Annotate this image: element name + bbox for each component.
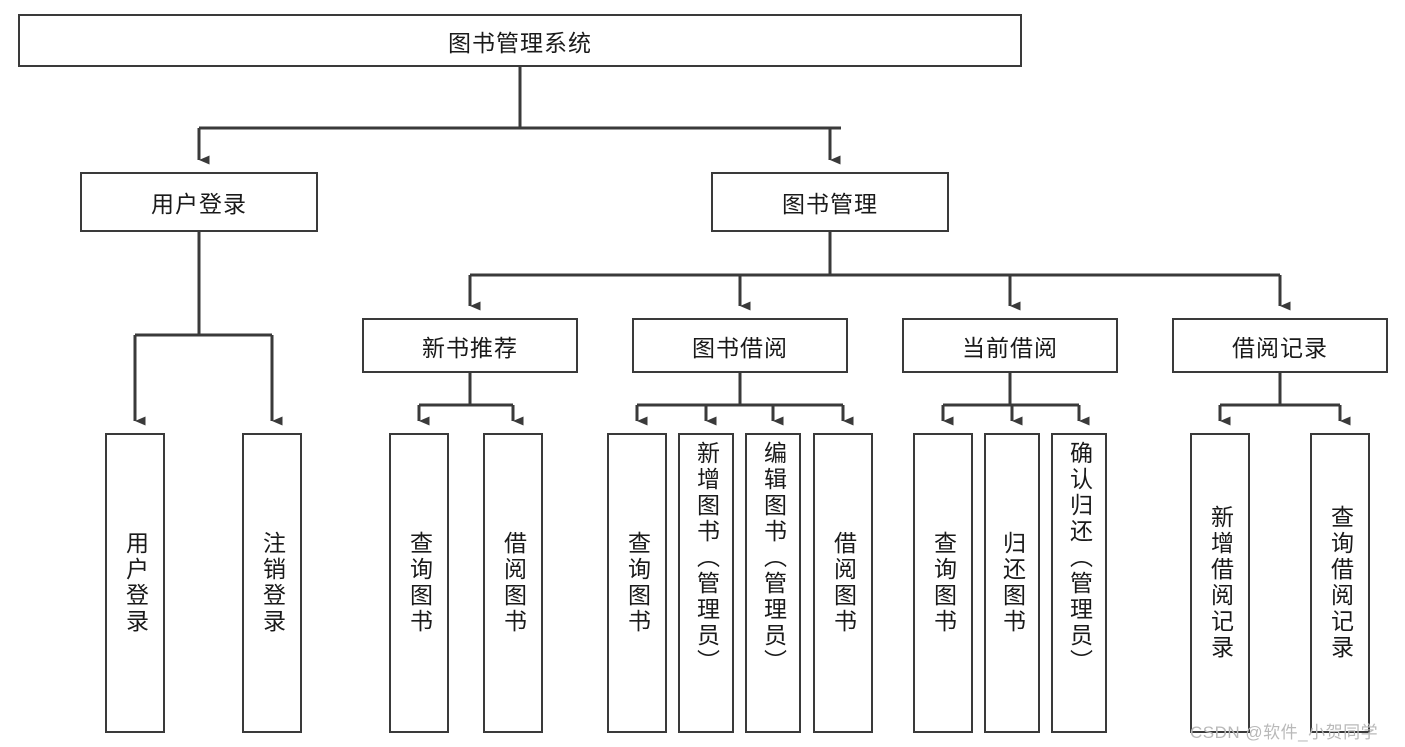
node-book-manage-label: 图书管理 [782,191,878,217]
node-new-book-recommend[interactable]: 新书推荐 [362,318,578,373]
node-leaf-add-record[interactable]: 新增借阅记录 [1190,433,1250,733]
node-leaf-user-logout-label: 注销登录 [259,531,286,635]
node-leaf-user-login-label: 用户登录 [122,531,149,635]
node-leaf-return-book[interactable]: 归还图书 [984,433,1040,733]
node-leaf-borrow-book-1-label: 借阅图书 [500,531,527,635]
node-root-label: 图书管理系统 [448,29,592,56]
node-leaf-borrow-book-2-label: 借阅图书 [830,531,857,635]
node-leaf-edit-book-label: 编辑图书（管理员） [760,441,787,675]
node-leaf-query-record-label: 查询借阅记录 [1327,505,1354,661]
node-leaf-confirm-return[interactable]: 确认归还（管理员） [1051,433,1107,733]
node-leaf-query-book-3[interactable]: 查询图书 [913,433,973,733]
node-book-borrow-label: 图书借阅 [692,334,788,361]
node-leaf-return-book-label: 归还图书 [999,531,1026,635]
node-leaf-confirm-return-label: 确认归还（管理员） [1066,441,1093,675]
node-leaf-add-book-label: 新增图书（管理员） [693,441,720,675]
node-root[interactable]: 图书管理系统 [18,14,1022,67]
node-leaf-add-record-label: 新增借阅记录 [1207,505,1234,661]
node-leaf-user-login[interactable]: 用户登录 [105,433,165,733]
node-leaf-borrow-book-1[interactable]: 借阅图书 [483,433,543,733]
node-leaf-query-book-2[interactable]: 查询图书 [607,433,667,733]
node-leaf-add-book[interactable]: 新增图书（管理员） [678,433,734,733]
node-leaf-query-book-2-label: 查询图书 [624,531,651,635]
node-borrow-record-label: 借阅记录 [1232,334,1328,361]
node-user-login[interactable]: 用户登录 [80,172,318,232]
node-leaf-query-book-1[interactable]: 查询图书 [389,433,449,733]
node-leaf-borrow-book-2[interactable]: 借阅图书 [813,433,873,733]
node-current-borrow[interactable]: 当前借阅 [902,318,1118,373]
watermark: CSDN @软件_小贺同学 [1190,723,1379,742]
node-borrow-record[interactable]: 借阅记录 [1172,318,1388,373]
node-current-borrow-label: 当前借阅 [962,334,1058,361]
node-leaf-edit-book[interactable]: 编辑图书（管理员） [745,433,801,733]
node-book-borrow[interactable]: 图书借阅 [632,318,848,373]
node-new-book-recommend-label: 新书推荐 [422,334,518,361]
node-leaf-query-book-1-label: 查询图书 [406,531,433,635]
node-book-manage[interactable]: 图书管理 [711,172,949,232]
node-leaf-user-logout[interactable]: 注销登录 [242,433,302,733]
node-leaf-query-book-3-label: 查询图书 [930,531,957,635]
node-user-login-label: 用户登录 [151,191,247,217]
node-leaf-query-record[interactable]: 查询借阅记录 [1310,433,1370,733]
